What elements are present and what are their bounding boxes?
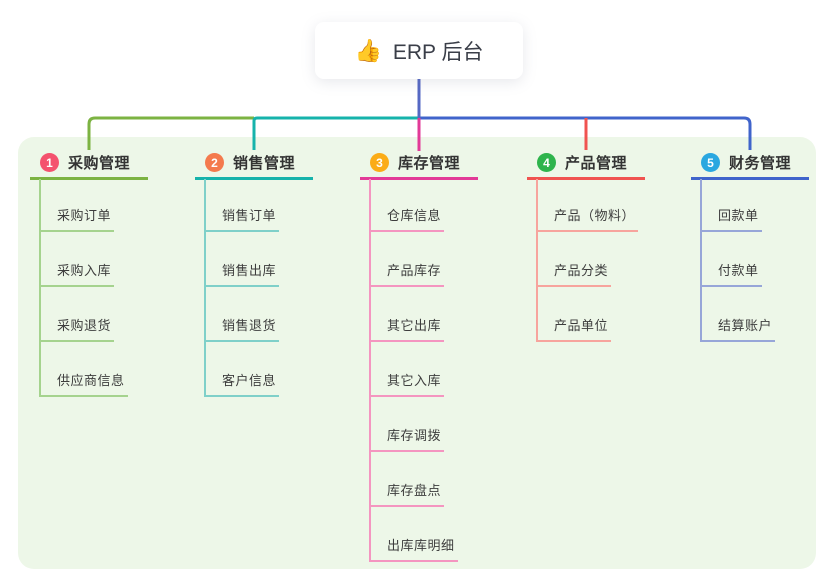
child-node-回款单[interactable]: 回款单 — [700, 204, 762, 232]
branch-label: 库存管理 — [398, 155, 461, 172]
branch-number-badge: 2 — [205, 153, 224, 172]
branch-node-销售管理[interactable]: 2 销售管理 — [195, 148, 313, 180]
root-node-title: ERP 后台 — [392, 40, 484, 64]
branch-children-connector — [700, 179, 702, 342]
branch-children-connector — [204, 179, 206, 397]
child-node-库存盘点[interactable]: 库存盘点 — [369, 479, 445, 507]
branch-label: 财务管理 — [729, 155, 792, 172]
child-node-采购入库[interactable]: 采购入库 — [39, 259, 115, 287]
branch-children-connector — [536, 179, 538, 342]
child-node-采购退货[interactable]: 采购退货 — [39, 314, 115, 342]
child-node-产品单位[interactable]: 产品单位 — [536, 314, 612, 342]
branch-number-badge: 4 — [537, 153, 556, 172]
child-node-销售出库[interactable]: 销售出库 — [204, 259, 280, 287]
child-node-产品库存[interactable]: 产品库存 — [369, 259, 445, 287]
child-node-结算账户[interactable]: 结算账户 — [700, 314, 776, 342]
branch-children-connector — [39, 179, 41, 397]
branch-node-采购管理[interactable]: 1 采购管理 — [30, 148, 148, 180]
branch-node-库存管理[interactable]: 3 库存管理 — [360, 148, 478, 180]
child-node-销售退货[interactable]: 销售退货 — [204, 314, 280, 342]
child-node-库存调拨[interactable]: 库存调拨 — [369, 424, 445, 452]
child-node-其它出库[interactable]: 其它出库 — [369, 314, 445, 342]
root-node-erp[interactable]: 👍 ERP 后台 — [315, 22, 523, 79]
branch-number-badge: 5 — [701, 153, 720, 172]
child-node-供应商信息[interactable]: 供应商信息 — [39, 369, 128, 397]
child-node-其它入库[interactable]: 其它入库 — [369, 369, 445, 397]
branch-label: 销售管理 — [233, 155, 296, 172]
branch-children-connector — [369, 179, 371, 562]
child-node-客户信息[interactable]: 客户信息 — [204, 369, 280, 397]
child-node-仓库信息[interactable]: 仓库信息 — [369, 204, 445, 232]
branch-number-badge: 1 — [40, 153, 59, 172]
branches-panel — [18, 137, 816, 569]
branch-node-产品管理[interactable]: 4 产品管理 — [527, 148, 645, 180]
child-node-付款单[interactable]: 付款单 — [700, 259, 762, 287]
child-node-产品分类[interactable]: 产品分类 — [536, 259, 612, 287]
child-node-采购订单[interactable]: 采购订单 — [39, 204, 115, 232]
branch-label: 产品管理 — [565, 155, 628, 172]
branch-label: 采购管理 — [68, 155, 131, 172]
branch-node-财务管理[interactable]: 5 财务管理 — [691, 148, 809, 180]
child-node-销售订单[interactable]: 销售订单 — [204, 204, 280, 232]
child-node-产品（物料）[interactable]: 产品（物料） — [536, 204, 639, 232]
child-node-出库库明细[interactable]: 出库库明细 — [369, 534, 458, 562]
thumbs-up-icon: 👍 — [354, 37, 382, 63]
branch-number-badge: 3 — [370, 153, 389, 172]
